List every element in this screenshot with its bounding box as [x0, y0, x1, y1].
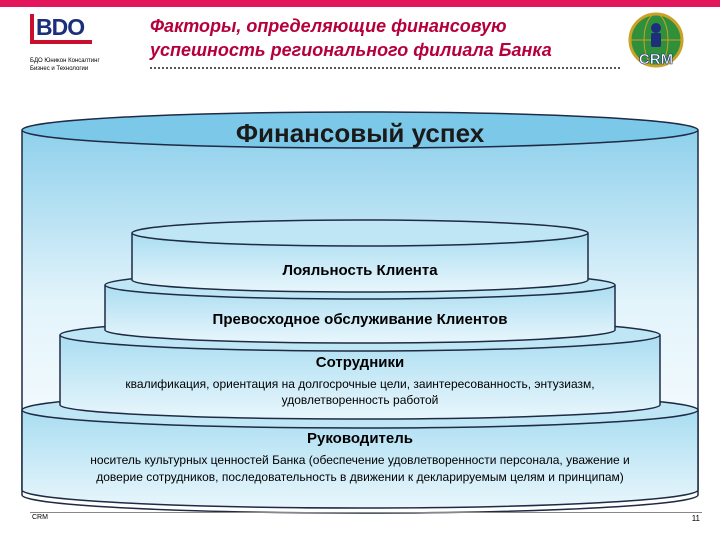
crm-badge-text: CRM	[639, 51, 673, 68]
tier-4-description-line-1: носитель культурных ценностей Банка (обе…	[90, 453, 630, 467]
tier-4-label: Руководитель	[307, 430, 413, 447]
tier-3-description: квалификация, ориентация на долгосрочные…	[70, 376, 650, 408]
tier-4-description: носитель культурных ценностей Банка (обе…	[30, 452, 690, 486]
top-accent-bar	[0, 0, 720, 7]
logo-subtitle-line-1: БДО Юникон Консалтинг	[30, 58, 100, 64]
tier-3-description-line-1: квалификация, ориентация на долгосрочные…	[125, 377, 595, 391]
page-title: Факторы, определяющие финансовую успешно…	[150, 14, 600, 62]
footer-label: CRM	[32, 514, 48, 521]
tier-2-label: Превосходное обслуживание Клиентов	[212, 311, 508, 328]
footer-divider	[30, 512, 702, 513]
tier-1-disc	[131, 219, 589, 293]
title-line-2: успешность регионального филиала Банка	[150, 40, 552, 60]
financial-success-label: Финансовый успех	[235, 118, 485, 148]
tier-3-label: Сотрудники	[315, 354, 405, 371]
logo-subtitle-line-2: Бизнес и Технологии	[30, 66, 89, 72]
bdo-logo-bracket	[30, 14, 92, 44]
title-line-1: Факторы, определяющие финансовую	[150, 16, 507, 36]
title-underline	[150, 67, 620, 69]
bdo-logo: BDO БДО Юникон Консалтинг Бизнес и Техно…	[30, 14, 140, 84]
tier-3-description-line-2: удовлетворенность работой	[281, 393, 439, 407]
crm-globe-icon: CRM	[628, 12, 684, 68]
bdo-logo-text: BDO	[36, 14, 85, 40]
bdo-logo-subtitle: БДО Юникон Консалтинг Бизнес и Технологи…	[30, 57, 150, 73]
tier-1-label: Лояльность Клиента	[282, 262, 438, 279]
page-number: 11	[691, 514, 700, 523]
tier-4-description-line-2: доверие сотрудников, последовательность …	[96, 470, 624, 484]
